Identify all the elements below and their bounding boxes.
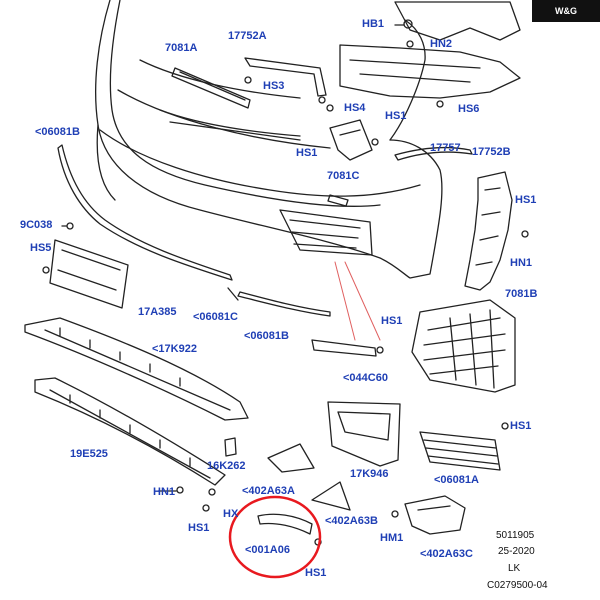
label-hs1-lamp: HS1 [381, 315, 403, 327]
label-hs1-bracket: HS1 [296, 147, 318, 159]
label-hn2: HN2 [430, 38, 453, 50]
label-hs5: HS5 [30, 242, 52, 254]
label-06081a: <06081A [434, 474, 479, 486]
bumper-cover [95, 0, 443, 279]
side-trim-strip [394, 146, 473, 161]
tow-cover-a [267, 443, 315, 473]
label-hs3: HS3 [263, 80, 285, 92]
upper-undertray [339, 1, 521, 99]
tow-cover-b [311, 481, 351, 511]
label-hs1-grille: HS1 [510, 420, 532, 432]
tow-cover-c [404, 495, 466, 535]
label-06081b-bottom: <06081B [244, 330, 289, 342]
lower-valance [34, 377, 226, 486]
highlighted-part-001A06 [257, 513, 313, 535]
label-9c038: 9C038 [20, 219, 53, 231]
label-hs4: HS4 [344, 102, 366, 114]
label-06081c: <06081C [193, 311, 238, 323]
label-7081c: 7081C [327, 170, 360, 182]
lower-grille-panel [24, 317, 249, 421]
footer-date: 25-2020 [498, 546, 535, 557]
label-402a63b: <402A63B [325, 515, 378, 527]
label-7081a: 7081A [165, 42, 198, 54]
lamp-strip [311, 339, 377, 357]
footer-initials: LK [508, 563, 521, 574]
side-bracket-right [464, 171, 513, 291]
label-hn1-bottom: HN1 [153, 486, 176, 498]
label-16k262: 16K262 [207, 460, 246, 472]
label-hs1-bottom: HS1 [188, 522, 210, 534]
label-06081b-left: <06081B [35, 126, 80, 138]
label-17k922: <17K922 [152, 343, 197, 355]
side-bracket-left [329, 119, 373, 161]
label-17752b: 17752B [472, 146, 511, 158]
label-17k946: 17K946 [350, 468, 389, 480]
grille-insert-right [411, 299, 516, 393]
brand-logo: W&G [532, 0, 600, 22]
license-plate-bracket [49, 239, 129, 309]
label-hb1: HB1 [362, 18, 385, 30]
chrome-strip-side [57, 144, 233, 281]
upper-bracket [244, 57, 327, 97]
footer-drawing-code: C0279500-04 [487, 580, 548, 591]
logo-text: W&G [555, 6, 577, 16]
chrome-insert [419, 431, 501, 471]
chrome-strip-center [237, 291, 331, 317]
label-7081b: 7081B [505, 288, 538, 300]
fog-lamp-bezel [327, 401, 401, 467]
label-hx: HX [223, 508, 239, 520]
label-hs1-circle: HS1 [305, 567, 327, 579]
center-grille-support [171, 67, 251, 109]
highlight-ring [228, 495, 322, 579]
label-001a06: <001A06 [245, 544, 290, 556]
label-17757: 17757 [430, 142, 461, 154]
label-hs1-mid: HS1 [385, 110, 407, 122]
label-17752a: 17752A [228, 30, 267, 42]
footer-ref-number: 5011905 [496, 530, 535, 541]
label-17a385: 17A385 [138, 306, 177, 318]
label-044c60: <044C60 [343, 372, 388, 384]
label-hs6: HS6 [458, 103, 480, 115]
small-bracket [224, 437, 237, 457]
label-hn1-right: HN1 [510, 257, 533, 269]
label-hm1: HM1 [380, 532, 404, 544]
label-402a63a: <402A63A [242, 485, 295, 497]
label-19e525: 19E525 [70, 448, 108, 460]
label-hs1-right: HS1 [515, 194, 537, 206]
label-402a63c: <402A63C [420, 548, 473, 560]
